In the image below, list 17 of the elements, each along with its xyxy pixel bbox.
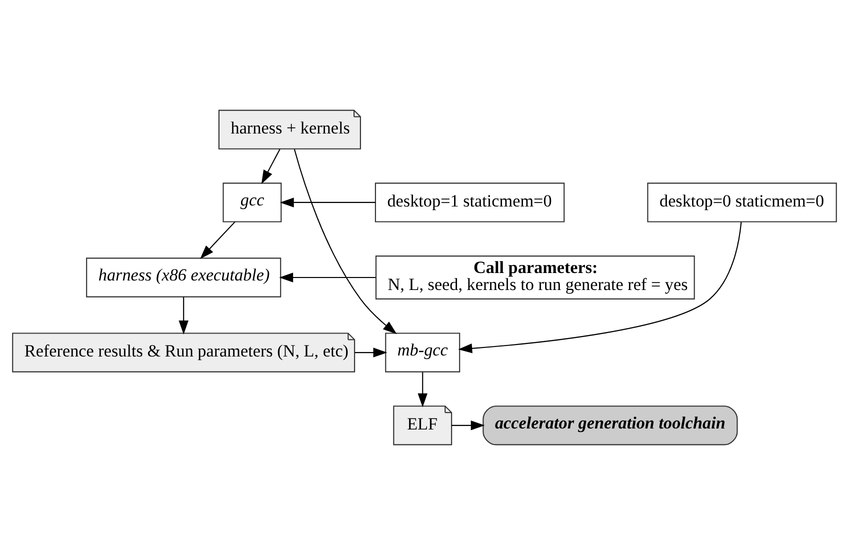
arrow [280, 197, 376, 207]
node-box: desktop=0 staticmem=0 [647, 182, 837, 222]
arrow [458, 221, 742, 353]
arrow [279, 272, 376, 282]
arrow [294, 148, 397, 334]
node-box: harness (x86 executable) [86, 257, 282, 297]
node-box: desktop=1 staticmem=0 [374, 182, 565, 222]
arrow [418, 372, 428, 407]
node-box: gcc [222, 182, 282, 222]
arrow [178, 296, 188, 334]
arrow [261, 148, 280, 184]
node-box: accelerator generation toolchain [482, 405, 738, 445]
node-box: mb-gcc [385, 332, 460, 372]
node-box: Call parameters: N, L, seed, kernels to run generate ref = yes [375, 255, 695, 299]
arrow [452, 420, 485, 430]
arrow [200, 221, 236, 258]
arrow [354, 347, 388, 357]
